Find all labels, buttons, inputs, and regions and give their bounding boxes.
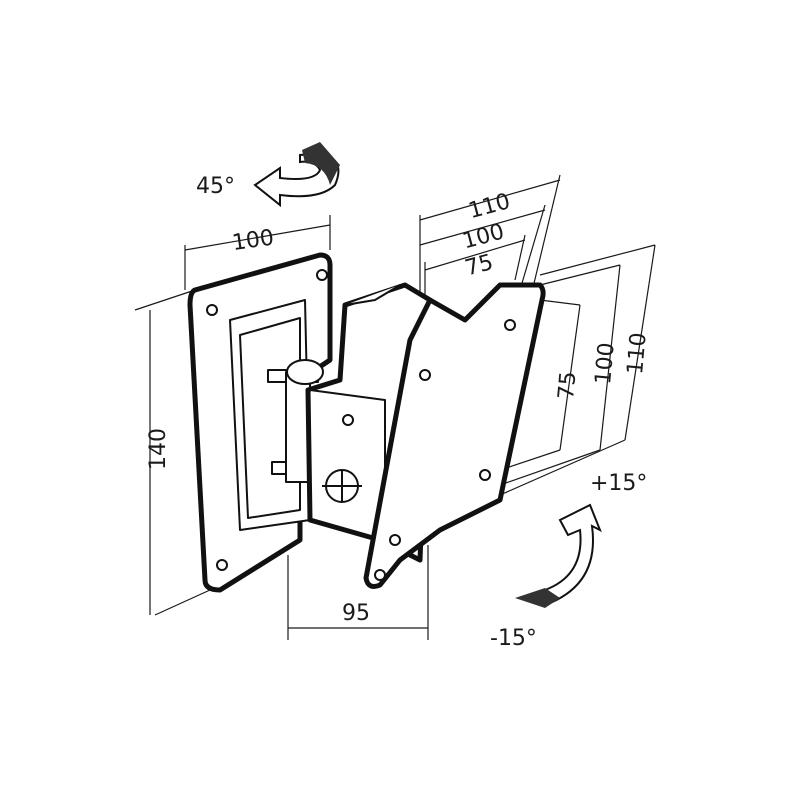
tilt-up-label: +15° — [590, 471, 647, 496]
vesa-hole — [419, 369, 431, 381]
vesa-side-100-label: 100 — [591, 342, 620, 386]
hinge — [267, 359, 324, 483]
pivot-bolt — [342, 414, 354, 426]
wall-plate-height-label: 140 — [146, 428, 171, 470]
vesa-hole — [504, 319, 516, 331]
wall-plate-width-label: 100 — [231, 225, 276, 256]
dimension-lines — [134, 174, 656, 640]
tilt-down-label: -15° — [490, 626, 537, 651]
vesa-hole — [374, 569, 386, 581]
tilt-arrow-icon — [515, 503, 602, 608]
vesa-top-75-label: 75 — [462, 250, 496, 281]
depth-label: 95 — [342, 601, 370, 626]
vesa-plate — [363, 282, 546, 589]
vesa-side-75-label: 75 — [554, 370, 581, 400]
screw-hole — [216, 559, 228, 571]
swivel-angle-label: 45° — [196, 174, 235, 199]
vesa-top-100-label: 100 — [460, 219, 507, 254]
vesa-hole — [479, 469, 491, 481]
swivel-arrow-icon — [253, 142, 340, 208]
vesa-hole — [389, 534, 401, 546]
vesa-side-110-label: 110 — [623, 332, 652, 376]
vesa-top-110-label: 110 — [466, 189, 513, 224]
screw-hole — [206, 304, 218, 316]
screw-hole — [316, 269, 328, 281]
